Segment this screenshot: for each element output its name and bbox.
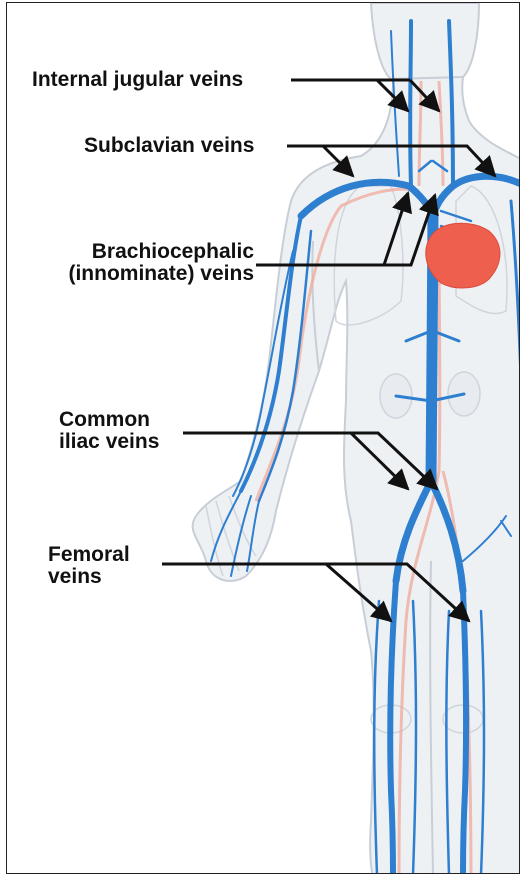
label-brachiocephalic-line1: Brachiocephalic (34, 241, 254, 263)
pointer-femoral-a (162, 564, 391, 621)
label-femoral-line2: veins (48, 566, 130, 588)
label-common-iliac-line1: Common (59, 409, 159, 431)
label-internal-jugular-text: Internal jugular veins (32, 69, 243, 91)
label-femoral-veins: Femoral veins (48, 544, 130, 588)
diagram-frame: Internal jugular veins Subclavian veins … (6, 2, 520, 874)
label-brachiocephalic-line2: (innominate) veins (34, 263, 254, 285)
label-subclavian-text: Subclavian veins (84, 135, 254, 157)
heart-icon (426, 223, 500, 288)
label-femoral-line1: Femoral (48, 544, 130, 566)
label-brachiocephalic-veins: Brachiocephalic (innominate) veins (34, 241, 254, 285)
label-common-iliac-veins: Common iliac veins (59, 409, 159, 453)
label-internal-jugular-veins: Internal jugular veins (32, 69, 243, 91)
label-subclavian-veins: Subclavian veins (84, 135, 254, 157)
label-common-iliac-line2: iliac veins (59, 431, 159, 453)
head (371, 3, 479, 82)
